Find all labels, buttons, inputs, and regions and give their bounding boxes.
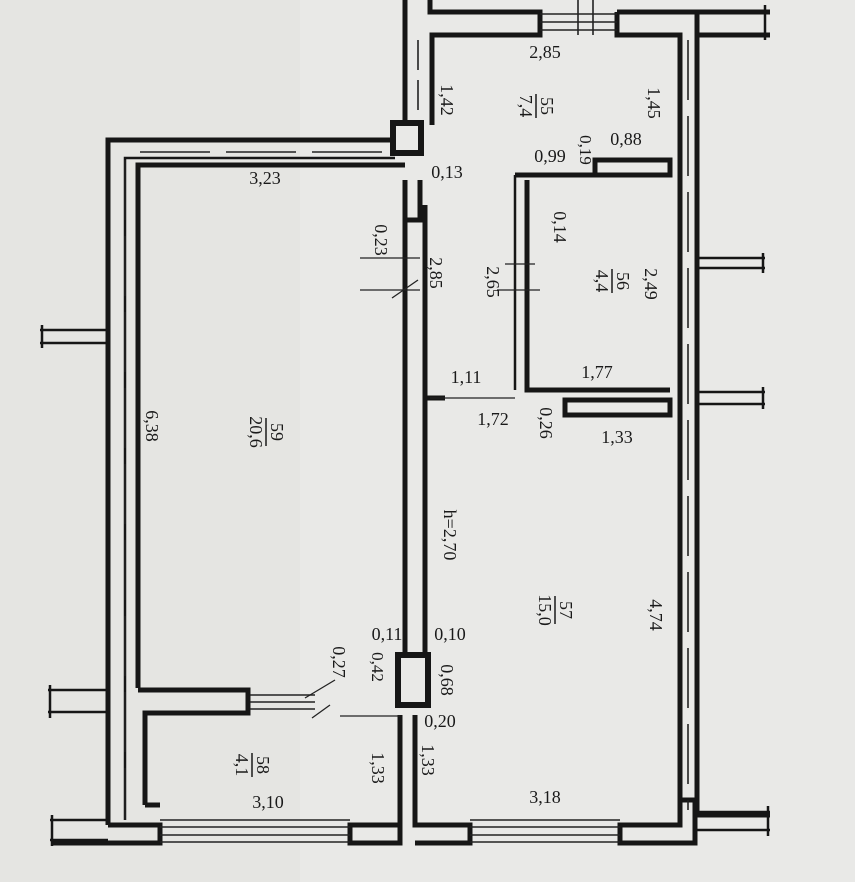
dim-0-68: 0,68 bbox=[437, 664, 457, 696]
dim-0-14: 0,14 bbox=[550, 211, 570, 243]
dim-3-10: 3,10 bbox=[252, 792, 284, 812]
room-57-label: 57 15,0 bbox=[535, 594, 576, 626]
room-57-number: 57 bbox=[556, 601, 576, 619]
wall-56-top bbox=[515, 157, 673, 178]
dim-3-18: 3,18 bbox=[529, 787, 561, 807]
dim-0-42: 0,42 bbox=[368, 652, 387, 682]
room-56-area: 4,4 bbox=[592, 270, 612, 293]
window-top bbox=[540, 0, 617, 35]
dimension-lines bbox=[304, 257, 540, 719]
room-58-label: 58 4,1 bbox=[232, 753, 273, 777]
window-bottom-right bbox=[470, 819, 620, 843]
dim-0-27: 0,27 bbox=[329, 646, 349, 678]
dim-1-33-left: 1,33 bbox=[368, 752, 388, 784]
dim-1-33-right: 1,33 bbox=[418, 744, 438, 776]
column-top bbox=[390, 120, 424, 156]
dim-0-19: 0,19 bbox=[576, 135, 595, 165]
partition-upper bbox=[402, 180, 423, 223]
column-bottom bbox=[395, 652, 431, 708]
tie-left-a bbox=[40, 325, 108, 348]
wall-57-top-right bbox=[562, 397, 673, 418]
dim-2-85-mid: 2,85 bbox=[426, 257, 446, 289]
tie-right-b bbox=[697, 387, 765, 409]
door-58 bbox=[250, 694, 315, 710]
room-55-area: 7,4 bbox=[516, 95, 536, 118]
dim-0-88: 0,88 bbox=[610, 129, 642, 149]
wall-58-top bbox=[138, 687, 251, 805]
dim-0-23: 0,23 bbox=[371, 224, 391, 256]
outer-wall-left-inner bbox=[135, 162, 405, 688]
tie-left-b bbox=[48, 685, 108, 718]
dim-1-42: 1,42 bbox=[437, 84, 457, 116]
room-58-area: 4,1 bbox=[232, 754, 252, 777]
wall-bottom-mid-a bbox=[347, 822, 403, 846]
dim-1-33-mid: 1,33 bbox=[601, 427, 633, 447]
tie-right-a bbox=[697, 253, 765, 273]
wall-56-left bbox=[524, 180, 670, 393]
outer-wall-left-outer bbox=[105, 137, 395, 825]
dim-2-49: 2,49 bbox=[641, 268, 661, 300]
windows bbox=[160, 0, 620, 843]
room-56-number: 56 bbox=[613, 272, 633, 290]
dim-0-11: 0,11 bbox=[372, 624, 403, 644]
room-55-label: 55 7,4 bbox=[516, 94, 557, 118]
room-58-number: 58 bbox=[253, 756, 273, 774]
wall-57-left-bottom bbox=[412, 715, 473, 846]
dim-0-10: 0,10 bbox=[434, 624, 466, 644]
dim-1-45: 1,45 bbox=[644, 87, 664, 119]
dim-0-20: 0,20 bbox=[424, 711, 456, 731]
room-55-number: 55 bbox=[537, 97, 557, 115]
dim-0-13: 0,13 bbox=[431, 162, 463, 182]
dim-6-38: 6,38 bbox=[142, 410, 162, 442]
dim-1-77: 1,77 bbox=[581, 362, 613, 382]
tie-right-c bbox=[697, 806, 770, 836]
room-57-area: 15,0 bbox=[535, 594, 555, 626]
room-59-number: 59 bbox=[267, 423, 287, 441]
room-59-area: 20,6 bbox=[246, 416, 266, 448]
dim-1-11: 1,11 bbox=[451, 367, 482, 387]
window-bottom-left bbox=[160, 819, 350, 843]
dim-3-23: 3,23 bbox=[249, 168, 281, 188]
dim-1-72: 1,72 bbox=[477, 409, 509, 429]
wall-ties bbox=[40, 5, 770, 846]
room-56-label: 56 4,4 bbox=[592, 269, 633, 293]
wall-55-right bbox=[614, 12, 683, 165]
dim-0-26: 0,26 bbox=[536, 407, 556, 439]
dim-0-99: 0,99 bbox=[534, 146, 566, 166]
tie-left-c bbox=[50, 815, 108, 846]
dim-2-65: 2,65 bbox=[483, 266, 503, 298]
outer-wall-right bbox=[694, 35, 770, 818]
paper-shadow bbox=[0, 0, 300, 882]
walls bbox=[52, 0, 770, 846]
room-59-label: 59 20,6 bbox=[246, 416, 287, 448]
dim-2-85-top: 2,85 bbox=[529, 42, 561, 62]
wall-55-top-left bbox=[427, 0, 543, 125]
height-label: h=2,70 bbox=[440, 510, 460, 561]
axis-lines bbox=[124, 40, 689, 820]
wall-bottom-left bbox=[52, 822, 163, 846]
dim-4-74: 4,74 bbox=[646, 599, 666, 631]
